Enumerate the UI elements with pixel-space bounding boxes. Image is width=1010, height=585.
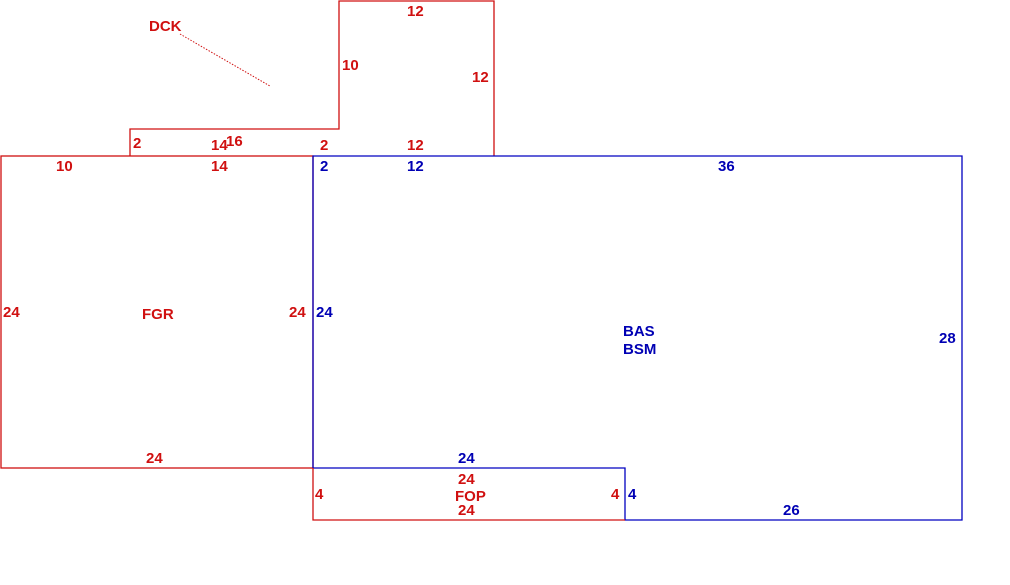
bas-outline xyxy=(312,155,963,521)
dim-dck-step-16: 16 xyxy=(226,133,243,150)
dim-fgr-top-14: 14 xyxy=(211,158,228,175)
dim-dck-step-14: 14 xyxy=(211,137,228,154)
dim-fop-right: 4 xyxy=(611,486,620,503)
dim-dck-right: 12 xyxy=(472,69,489,86)
dim-fop-top: 24 xyxy=(458,471,475,488)
area-label-dck: DCK xyxy=(149,18,182,35)
dim-fgr-top-10: 10 xyxy=(56,158,73,175)
dim-bas-step-4: 4 xyxy=(628,486,637,503)
dim-bas-top-12: 12 xyxy=(407,158,424,175)
dim-fgr-bottom: 24 xyxy=(146,450,163,467)
dim-bas-top-36: 36 xyxy=(718,158,735,175)
dim-fgr-left: 24 xyxy=(3,304,20,321)
dim-bas-left: 24 xyxy=(316,304,333,321)
dim-bas-right: 28 xyxy=(939,330,956,347)
area-label-bas: BAS xyxy=(623,323,655,340)
fop-outline xyxy=(312,468,625,521)
area-label-fop: FOP xyxy=(455,488,486,505)
dim-dck-left-upper: 10 xyxy=(342,57,359,74)
area-label-fgr: FGR xyxy=(142,306,174,323)
dim-bas-bottom-26: 26 xyxy=(783,502,800,519)
dck-leader-line xyxy=(179,33,271,87)
dim-dck-bottom-12: 12 xyxy=(407,137,424,154)
dim-bas-bottom-24: 24 xyxy=(458,450,475,467)
area-label-bsm: BSM xyxy=(623,341,656,358)
dim-fop-bottom: 24 xyxy=(458,502,475,519)
dck-outline xyxy=(129,0,495,156)
dim-dck-step-left: 2 xyxy=(133,135,141,152)
dim-fop-left: 4 xyxy=(315,486,324,503)
dim-bas-top-2: 2 xyxy=(320,158,328,175)
dim-dck-top: 12 xyxy=(407,3,424,20)
dim-fgr-right: 24 xyxy=(289,304,306,321)
dim-dck-inner-2: 2 xyxy=(320,137,328,154)
